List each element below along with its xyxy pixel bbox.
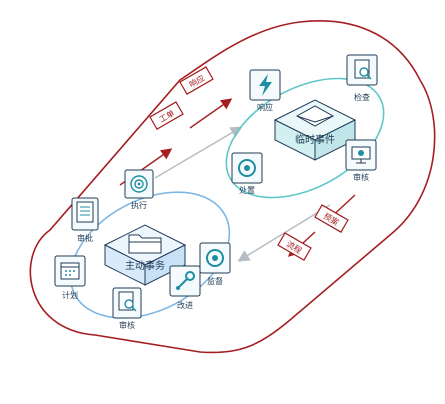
lightning-icon	[259, 74, 272, 96]
node-response-label: 响应	[257, 102, 273, 112]
target-icon	[130, 175, 148, 193]
node-plan-label: 计划	[62, 290, 78, 300]
node-supervise: 监督	[199, 242, 231, 286]
node-approve-label: 审批	[77, 233, 93, 243]
tag-liucheng: 流程	[277, 232, 312, 261]
left-cluster-ring	[69, 191, 231, 319]
arrow-execute-to-event	[154, 126, 243, 179]
checklist-icon	[76, 201, 94, 223]
active-affairs-label: 主动事务	[125, 259, 165, 272]
node-improve: 改进	[169, 265, 201, 310]
node-inspect-label: 检查	[354, 92, 370, 102]
tag-xiangying: 响应	[179, 66, 214, 95]
node-handle-label: 处置	[239, 185, 255, 195]
node-improve-label: 改进	[177, 300, 193, 310]
envelope-icon	[295, 105, 335, 127]
folder-icon	[128, 234, 162, 254]
gear-icon	[238, 159, 256, 177]
node-review: 审核	[345, 139, 377, 182]
node-response: 响应	[249, 69, 281, 112]
node-supervise-label: 监督	[207, 276, 223, 286]
node-approve: 审批	[71, 197, 99, 243]
node-check: 审核	[112, 287, 142, 330]
tag-yuan: 预案	[314, 204, 349, 233]
document-magnifier-icon	[118, 291, 137, 312]
calendar-icon	[60, 262, 80, 280]
right-cluster-ring	[225, 77, 385, 199]
active-affairs-node: 主动事务	[103, 224, 187, 286]
temporary-event-node: 临时事件	[273, 99, 357, 161]
outer-loop-path	[29, 20, 436, 354]
monitor-icon	[351, 146, 371, 164]
wrench-icon	[176, 271, 195, 290]
temporary-event-label: 临时事件	[295, 133, 335, 146]
node-handle: 处置	[231, 152, 263, 195]
node-review-label: 审核	[353, 172, 369, 182]
node-check-label: 审核	[119, 320, 135, 330]
arrow-tag-to-right	[189, 98, 233, 129]
document-search-icon	[354, 59, 372, 80]
gear-settings-icon	[206, 249, 224, 267]
node-plan: 计划	[54, 255, 86, 300]
node-inspect: 检查	[346, 54, 378, 102]
tag-gongdan: 工单	[149, 101, 184, 130]
node-execute: 执行	[124, 169, 154, 210]
node-execute-label: 执行	[131, 200, 147, 210]
